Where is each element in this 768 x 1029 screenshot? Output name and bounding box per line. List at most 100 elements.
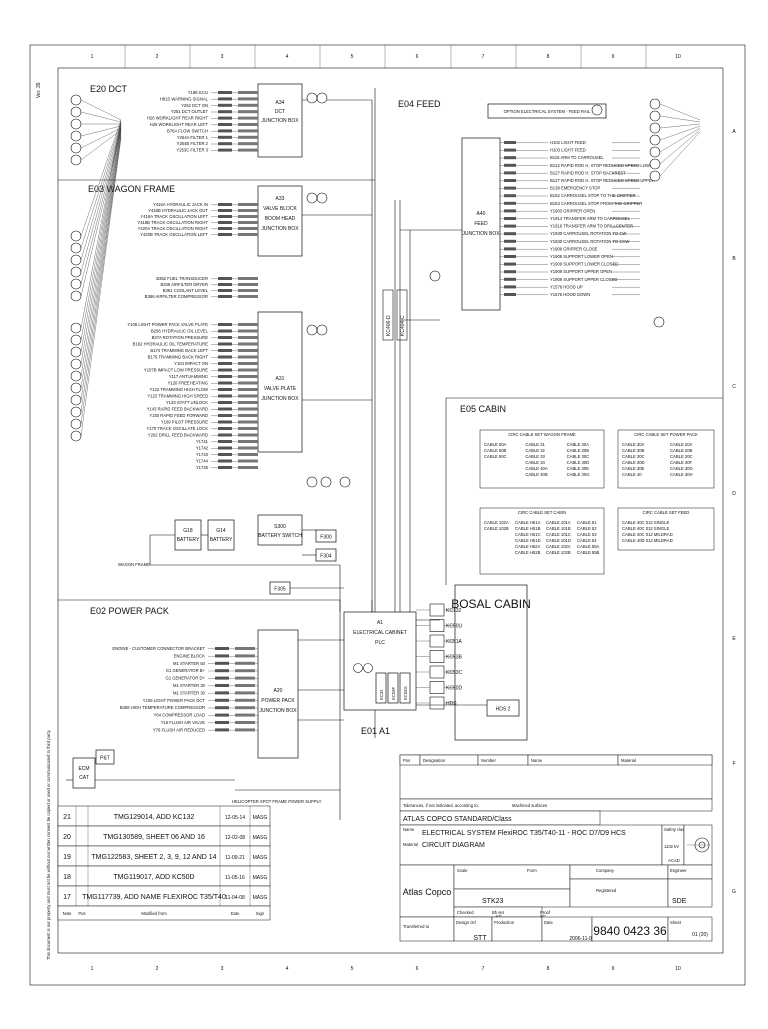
feed-component-label: Y1909 SUPPORT LOWER OPEN — [550, 254, 613, 259]
title-engineer-label: Engineer — [670, 868, 687, 873]
version-label: Ver. 39 — [36, 82, 42, 98]
wire-tag — [238, 440, 258, 443]
valve-plate-component-label: B175 TRAMMING BACK RIGHT — [148, 355, 209, 360]
revision-sign: MASG — [253, 875, 268, 881]
box-line: JUNCTION BOX — [259, 708, 297, 714]
column-marker-top: 10 — [675, 54, 681, 60]
feed-component-label: Y1916 TRANSFER ARM TO DRILLCENTER — [550, 224, 633, 229]
box-line: FEED — [474, 221, 488, 227]
fan-wire — [80, 119, 122, 237]
fan-wire — [80, 129, 122, 161]
fan-wire — [80, 131, 122, 401]
terminal-circle — [339, 476, 351, 488]
dct-terminal-circle — [70, 154, 82, 166]
revision-header-sign: Sign — [256, 911, 265, 916]
revision-description: TMG129014, ADD KC132 — [114, 814, 195, 821]
column-marker-bottom: 9 — [612, 966, 615, 972]
dct-component-label: H81S WARNING SIGNAL — [160, 96, 209, 101]
fan-wire — [80, 119, 122, 329]
dct-component-label: Y251 DCT OUTLET — [171, 109, 209, 114]
box-option-feed-label: OPTION ELECTRICAL SYSTEM - FEED RAIL — [504, 109, 591, 114]
box-line: A40 — [477, 211, 486, 217]
box-a31 — [257, 311, 303, 453]
cabin-table-cell: CABLE 54 — [577, 538, 597, 543]
wire-tag — [504, 163, 516, 167]
wire-tag — [504, 262, 516, 266]
title-registered-label: Registered — [596, 888, 617, 893]
wire-tag — [218, 215, 232, 218]
wire-tag — [504, 209, 516, 213]
revision-sign: MASG — [253, 815, 268, 821]
row-marker: D — [732, 491, 736, 497]
title-proof-label: Proof — [540, 910, 551, 915]
fan-wire — [659, 103, 701, 121]
revision-description: TMG119017, ADD KC50D — [113, 874, 194, 881]
terminal-circle — [429, 270, 441, 282]
wire-tag — [504, 247, 516, 251]
wire-tag — [218, 466, 232, 469]
wire-tag — [504, 293, 516, 296]
wire-tag — [215, 721, 229, 724]
cabin-table-cell: CABLE 51 — [577, 520, 597, 525]
title-kg2: KG — [540, 914, 546, 919]
cabin-table-cell: CABLE 30F — [670, 460, 693, 465]
valve-plate-component-label: Y1743 — [196, 452, 209, 457]
revision-date: 11-04-08 — [225, 895, 245, 901]
dct-component-label: Y254B FILTER 2 — [177, 141, 209, 146]
wire-tag — [238, 336, 258, 339]
wagon-component-label: Y416A HYDRAULIC JACK IN — [153, 202, 208, 207]
terminal-circle — [316, 324, 328, 336]
power-pack-component-label: ENGINE BLOCK — [174, 653, 206, 658]
fan-wire — [80, 125, 122, 273]
wagon-component-label: Y416B HYDRAULIC JACK OUT — [148, 208, 208, 213]
kc-connector-box — [429, 696, 445, 710]
box-line: JUNCTION BOX — [261, 118, 299, 124]
drawing-title-line2: CIRCUIT DIAGRAM — [422, 842, 485, 849]
cabin-cable-table — [479, 429, 605, 489]
wire-tag — [238, 427, 258, 430]
cabin-table-title: CIRC CABLE SET WAGON FRAME — [508, 432, 576, 437]
valve-plate-component-label: Y169 PILOT PRESSURE — [161, 420, 208, 425]
column-marker-top: 4 — [286, 54, 289, 60]
title-checked-label: Checked — [457, 910, 474, 915]
valve-plate-component-label: Y1744 — [196, 459, 209, 464]
wagon-sensor-label: B348 AIRFILTER DRYER — [160, 282, 208, 287]
wire-tag — [238, 414, 258, 417]
wagon-frame-ground-label: WAGON FRAME — [118, 562, 150, 567]
revision-number: 20 — [63, 834, 71, 841]
title-material-label: Material — [403, 842, 418, 847]
wagon-terminal-circle — [70, 266, 82, 278]
wire-tag — [238, 453, 258, 456]
wire-tag — [215, 706, 229, 710]
section-dct-title: E20 DCT — [90, 84, 128, 94]
wire-tag — [504, 232, 516, 236]
kc-connector-box — [429, 681, 445, 694]
wagon-terminal-circle — [70, 278, 82, 290]
feed-component-label: B162 CARROUSEL STOP TO THE GRIPPER — [550, 193, 636, 198]
feed-terminal-circle — [649, 134, 661, 146]
valve-plate-terminal-circle — [70, 322, 82, 334]
fan-wire — [80, 123, 122, 261]
dct-component-label: B76A FLOW SWITCH — [167, 128, 208, 133]
wire-tag — [238, 401, 258, 404]
feed-component-label: Y1914 TRANSFER ARM TO CARROUSEL — [550, 216, 631, 221]
wire-tag — [218, 135, 232, 139]
drawing-number: 9840 0423 36 — [593, 924, 667, 938]
valve-plate-component-label: Y104 IMPACT ON — [174, 361, 208, 366]
wire-tag — [218, 349, 232, 352]
wire-tag — [218, 97, 232, 101]
wire-tag — [504, 201, 516, 205]
wire-tag — [218, 91, 232, 94]
valve-plate-terminal-circle — [70, 346, 82, 358]
valve-plate-terminal-circle — [70, 430, 82, 442]
feed-cable-label: KC404-C — [400, 315, 406, 336]
a1-terminal-circle — [353, 663, 363, 673]
box-g18 — [174, 519, 202, 551]
revision-header-text: Modified from — [141, 911, 167, 916]
title-transferred-cell — [399, 916, 455, 942]
